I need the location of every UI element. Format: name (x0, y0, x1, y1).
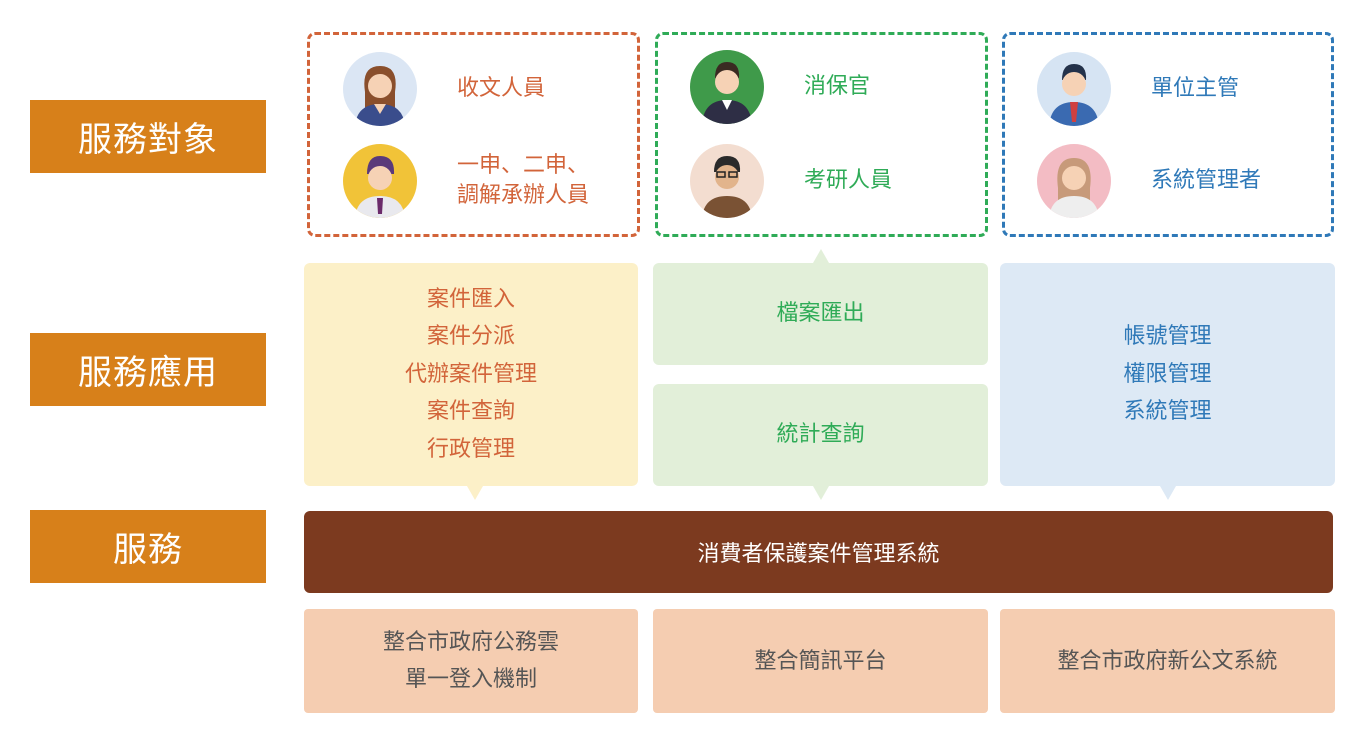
role-name: 系統管理者 (1151, 168, 1262, 193)
infra-item: 整合市政府公務雲 (382, 630, 559, 655)
app-box-case-handling: 案件匯入 案件分派 代辦案件管理 案件查詢 行政管理 (304, 263, 638, 486)
app-item: 檔案匯出 (776, 301, 865, 327)
system-bar: 消費者保護案件管理系統 (304, 511, 1333, 593)
app-item: 權限管理 (1123, 361, 1212, 387)
app-item: 行政管理 (426, 436, 515, 462)
infra-box-sms: 整合簡訊平台 (653, 609, 988, 713)
infra-item: 單一登入機制 (404, 667, 537, 692)
role-group-intake (307, 32, 640, 237)
role-mediation-staff: 一申、二申、 調解承辦人員 (343, 144, 589, 218)
app-box-statistics: 統計查詢 (653, 384, 988, 486)
role-name: 單位主管 (1151, 76, 1240, 101)
infra-box-cloud-sso: 整合市政府公務雲 單一登入機制 (304, 609, 638, 713)
male-manager-avatar-icon (1037, 52, 1111, 126)
male-avatar-icon (690, 50, 764, 124)
app-item: 帳號管理 (1123, 324, 1212, 350)
role-name: 考研人員 (804, 168, 893, 193)
infra-box-document-system: 整合市政府新公文系統 (1000, 609, 1335, 713)
role-name-line: 調解承辦人員 (457, 183, 590, 208)
male-glasses-avatar-icon (690, 144, 764, 218)
arrow-up-icon (813, 249, 829, 263)
role-intake-staff: 收文人員 (343, 52, 545, 126)
infra-item: 整合市政府新公文系統 (1057, 648, 1278, 674)
app-item: 代辦案件管理 (404, 361, 537, 387)
app-item: 案件查詢 (426, 399, 515, 425)
role-unit-manager: 單位主管 (1037, 52, 1239, 126)
role-name: 收文人員 (457, 76, 546, 101)
arrow-down-icon (813, 486, 829, 500)
role-research-staff: 考研人員 (690, 144, 892, 218)
role-consumer-officer: 消保官 (690, 50, 870, 124)
role-name: 消保官 (804, 74, 871, 99)
role-name-line: 一申、二申、 (457, 153, 590, 178)
role-system-admin: 系統管理者 (1037, 144, 1261, 218)
app-box-administration: 帳號管理 權限管理 系統管理 (1000, 263, 1335, 486)
role-group-consumer-protection (655, 32, 988, 237)
app-item: 案件匯入 (426, 286, 515, 312)
app-item: 案件分派 (426, 324, 515, 350)
app-item: 統計查詢 (776, 422, 865, 448)
app-item: 系統管理 (1123, 399, 1212, 425)
app-box-file-export: 檔案匯出 (653, 263, 988, 365)
role-name: 一申、二申、 調解承辦人員 (457, 151, 589, 211)
label-service-targets: 服務對象 (30, 100, 266, 173)
label-service-applications: 服務應用 (30, 333, 266, 406)
arrow-down-icon (1160, 486, 1176, 500)
male-avatar-icon (343, 144, 417, 218)
female-admin-avatar-icon (1037, 144, 1111, 218)
arrow-down-icon (467, 486, 483, 500)
infra-item: 整合簡訊平台 (754, 648, 887, 674)
label-service: 服務 (30, 510, 266, 583)
female-avatar-icon (343, 52, 417, 126)
role-group-management (1002, 32, 1334, 237)
